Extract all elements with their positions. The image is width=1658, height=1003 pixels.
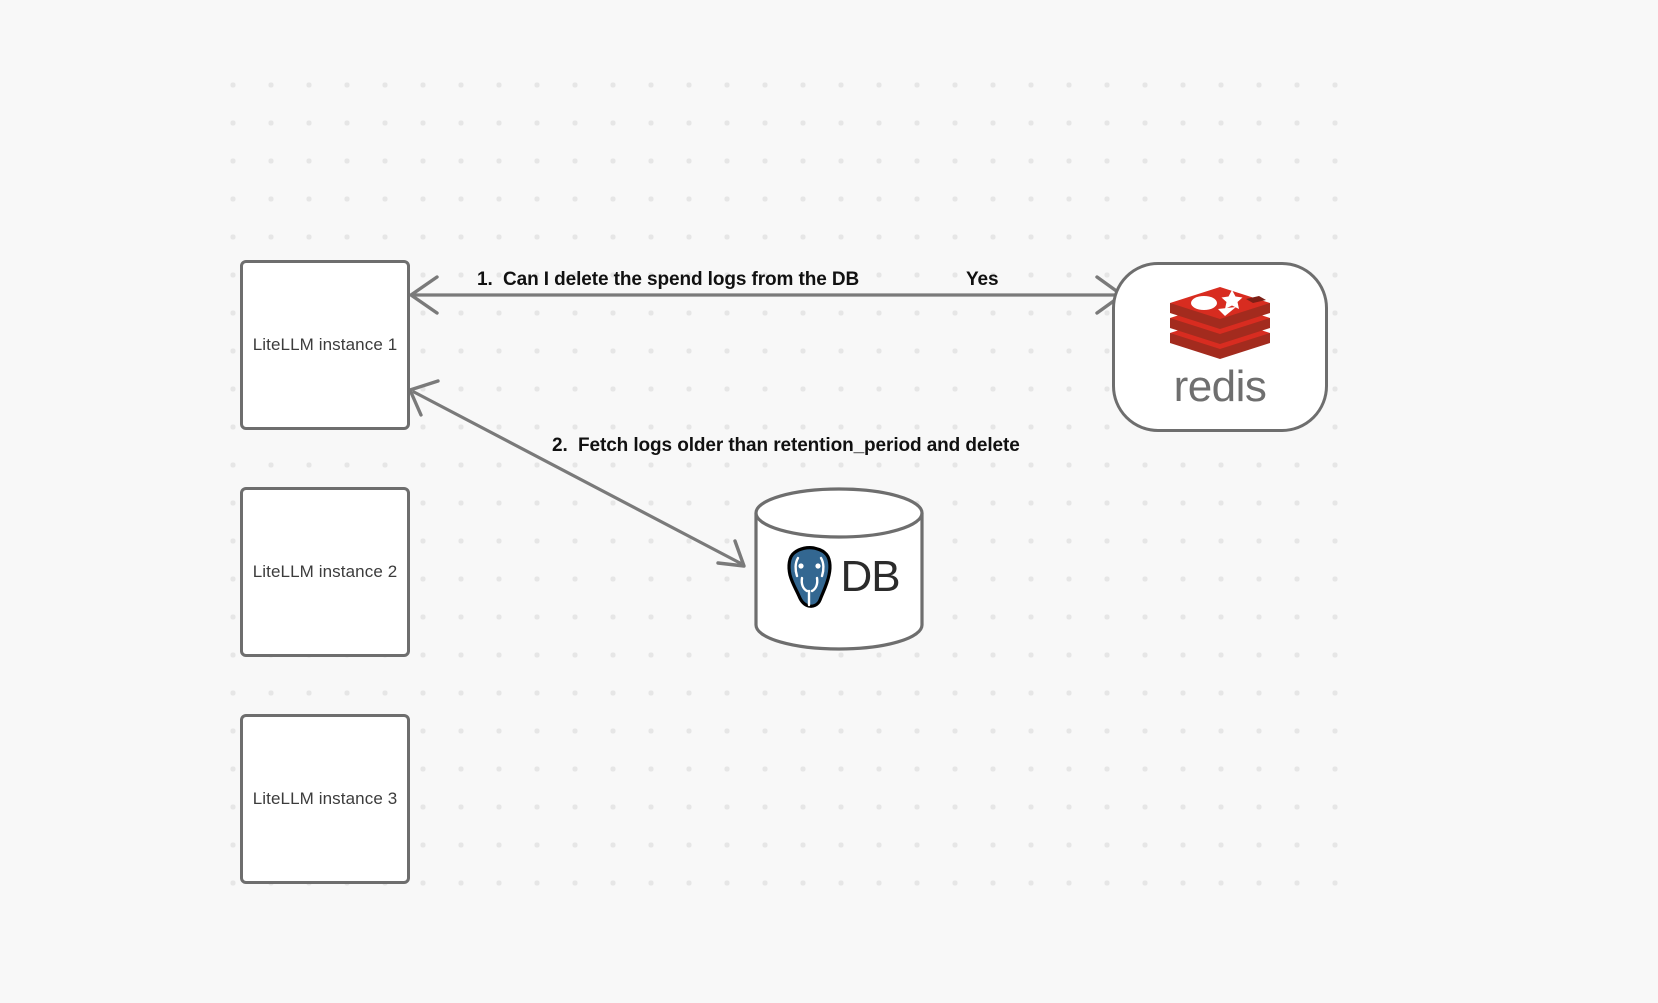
db-label: DB xyxy=(840,552,900,601)
postgresql-elephant-icon xyxy=(787,546,832,608)
edge-label-request: 1. Can I delete the spend logs from the … xyxy=(477,269,860,290)
edge-label-reply: Yes xyxy=(966,269,999,290)
node-litellm-instance-3[interactable]: LiteLLM instance 3 xyxy=(240,714,410,884)
redis-logo-wrap: redis xyxy=(1166,285,1274,409)
cylinder-shape xyxy=(754,487,924,651)
edge-label-fetch-delete: 2. Fetch logs older than retention_perio… xyxy=(552,435,1020,456)
node-database[interactable]: DB xyxy=(753,487,925,651)
redis-wordmark: redis xyxy=(1173,362,1267,411)
node-label: LiteLLM instance 2 xyxy=(252,562,398,581)
db-content: DB xyxy=(753,487,925,651)
node-litellm-instance-1[interactable]: LiteLLM instance 1 xyxy=(240,260,410,430)
node-label: LiteLLM instance 1 xyxy=(252,335,398,354)
redis-logo-icon xyxy=(1170,287,1270,359)
node-label: LiteLLM instance 3 xyxy=(252,789,398,808)
node-redis[interactable]: redis xyxy=(1112,262,1328,432)
node-litellm-instance-2[interactable]: LiteLLM instance 2 xyxy=(240,487,410,657)
